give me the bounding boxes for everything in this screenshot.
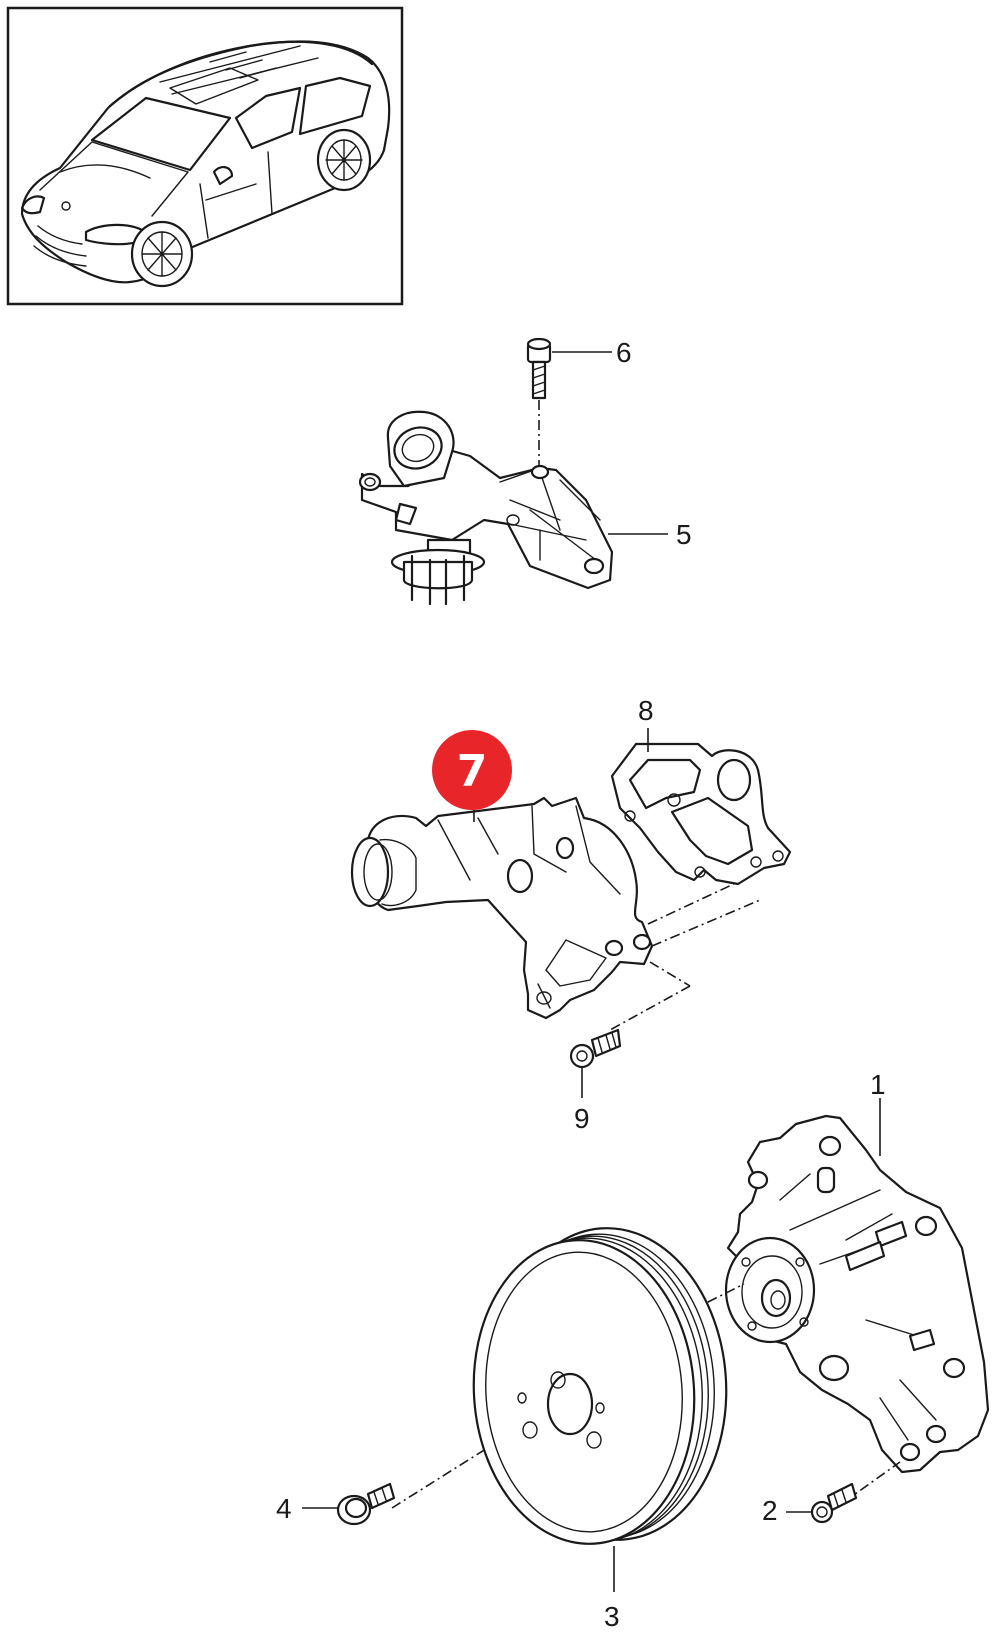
part-2-bolt (786, 1482, 858, 1524)
callout-5: 5 (676, 519, 692, 550)
suv-vehicle-icon (20, 40, 391, 288)
callout-2: 2 (762, 1495, 778, 1526)
callout-9: 9 (574, 1103, 590, 1134)
highlight-marker (432, 730, 512, 810)
part-9-bolt (569, 1028, 622, 1098)
callout-6: 6 (616, 337, 632, 368)
part-3-pulley (472, 1227, 728, 1592)
part-4-bolt (302, 1482, 396, 1526)
vehicle-thumbnail (6, 6, 404, 306)
callout-4: 4 (276, 1493, 292, 1524)
part-7-coolant-pipe (350, 730, 654, 1020)
part-1-water-pump (724, 1098, 990, 1474)
callout-7: 7 (457, 746, 488, 797)
callout-8: 8 (638, 695, 654, 726)
part-5-thermostat-housing (358, 410, 668, 606)
alignment-lines-upper (609, 881, 761, 1031)
callout-1: 1 (870, 1069, 886, 1100)
part-6-bolt (526, 337, 612, 470)
part-8-gasket (610, 728, 792, 886)
callout-3: 3 (604, 1601, 620, 1632)
